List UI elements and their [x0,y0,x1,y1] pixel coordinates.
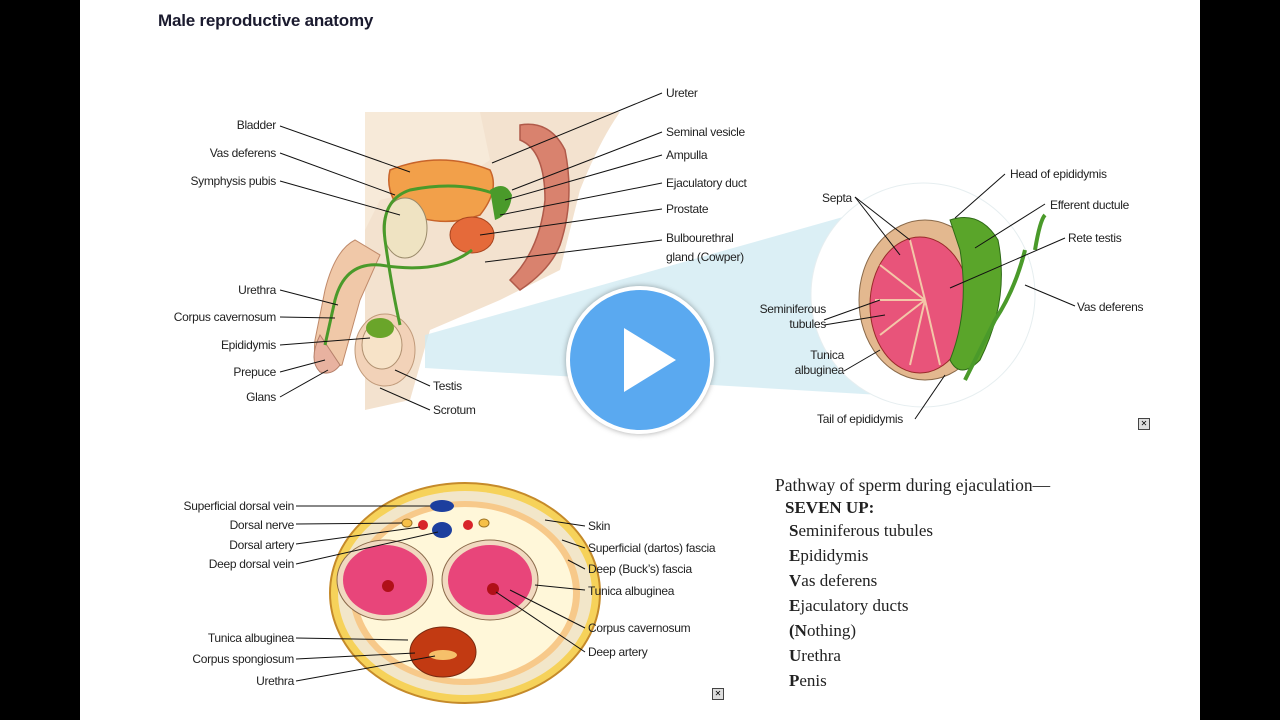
label-ejaculatory-duct: Ejaculatory duct [666,176,747,190]
label-albuginea: albuginea [794,363,845,377]
label-dorsal-artery: Dorsal artery [229,538,294,552]
label-ureter: Ureter [666,86,698,100]
label-seminiferous: Seminiferous [759,302,827,316]
label-prostate: Prostate [666,202,709,216]
figure-mark: ✕ [1138,418,1150,430]
pathway-item: Seminiferous tubules [789,521,934,540]
label-superficial-fascia: Superficial (dartos) fascia [588,541,716,555]
page: Male reproductive anatomy [80,0,1200,720]
page-title: Male reproductive anatomy [158,11,374,30]
label-skin: Skin [588,519,611,533]
label-deep-dorsal-vein: Deep dorsal vein [208,557,295,571]
label-bulbourethral-gland: gland (Cowper) [666,250,744,264]
label-corpus-cavernosum-cross: Corpus cavernosum [588,621,691,635]
pathway-item: Urethra [789,646,841,665]
label-corpus-cavernosum: Corpus cavernosum [173,310,277,324]
label-tunica: Tunica [810,348,844,362]
pathway-mnemonic: SEVEN UP: [785,498,875,517]
label-septa: Septa [822,191,852,205]
label-dorsal-nerve: Dorsal nerve [229,518,295,532]
label-glans: Glans [246,390,276,404]
play-button[interactable] [566,286,714,434]
sperm-pathway-text: Pathway of sperm during ejaculation— SEV… [775,475,1050,693]
figure-mark-2: ✕ [712,688,724,700]
label-seminal-vesicle: Seminal vesicle [666,125,745,139]
label-epididymis: Epididymis [220,338,276,352]
label-deep-fascia: Deep (Buck’s) fascia [588,562,692,576]
label-bladder: Bladder [236,118,277,132]
label-vas-deferens-testis: Vas deferens [1077,300,1144,314]
pathway-heading: Pathway of sperm during ejaculation— [775,475,1051,495]
label-superficial-dorsal-vein: Superficial dorsal vein [183,499,295,513]
label-tubules: tubules [789,317,826,331]
testis-diagram [810,182,1047,408]
label-bulbourethral: Bulbourethral [666,231,734,245]
label-tunica-albuginea-left: Tunica albuginea [207,631,294,645]
label-ampulla: Ampulla [666,148,708,162]
label-urethra: Urethra [238,283,276,297]
pathway-item: Vas deferens [789,571,878,590]
label-vas-deferens: Vas deferens [209,146,277,160]
play-icon [624,328,676,392]
label-symphysis-pubis: Symphysis pubis [190,174,276,188]
label-efferent-ductule: Efferent ductule [1050,198,1130,212]
pathway-item: (Nothing) [789,621,857,640]
pathway-item: Epididymis [789,546,869,565]
cross-section-diagram [329,482,601,704]
label-tail-of-epididymis: Tail of epididymis [817,412,903,426]
label-head-of-epididymis: Head of epididymis [1010,167,1107,181]
label-testis: Testis [433,379,462,393]
pathway-item: Penis [789,671,827,690]
label-deep-artery: Deep artery [588,645,648,659]
label-rete-testis: Rete testis [1068,231,1122,245]
label-tunica-albuginea-right: Tunica albuginea [588,584,675,598]
label-corpus-spongiosum: Corpus spongiosum [192,652,294,666]
label-scrotum: Scrotum [433,403,476,417]
pathway-item: Ejaculatory ducts [789,596,909,615]
label-prepuce: Prepuce [233,365,276,379]
label-urethra-cross: Urethra [256,674,294,688]
